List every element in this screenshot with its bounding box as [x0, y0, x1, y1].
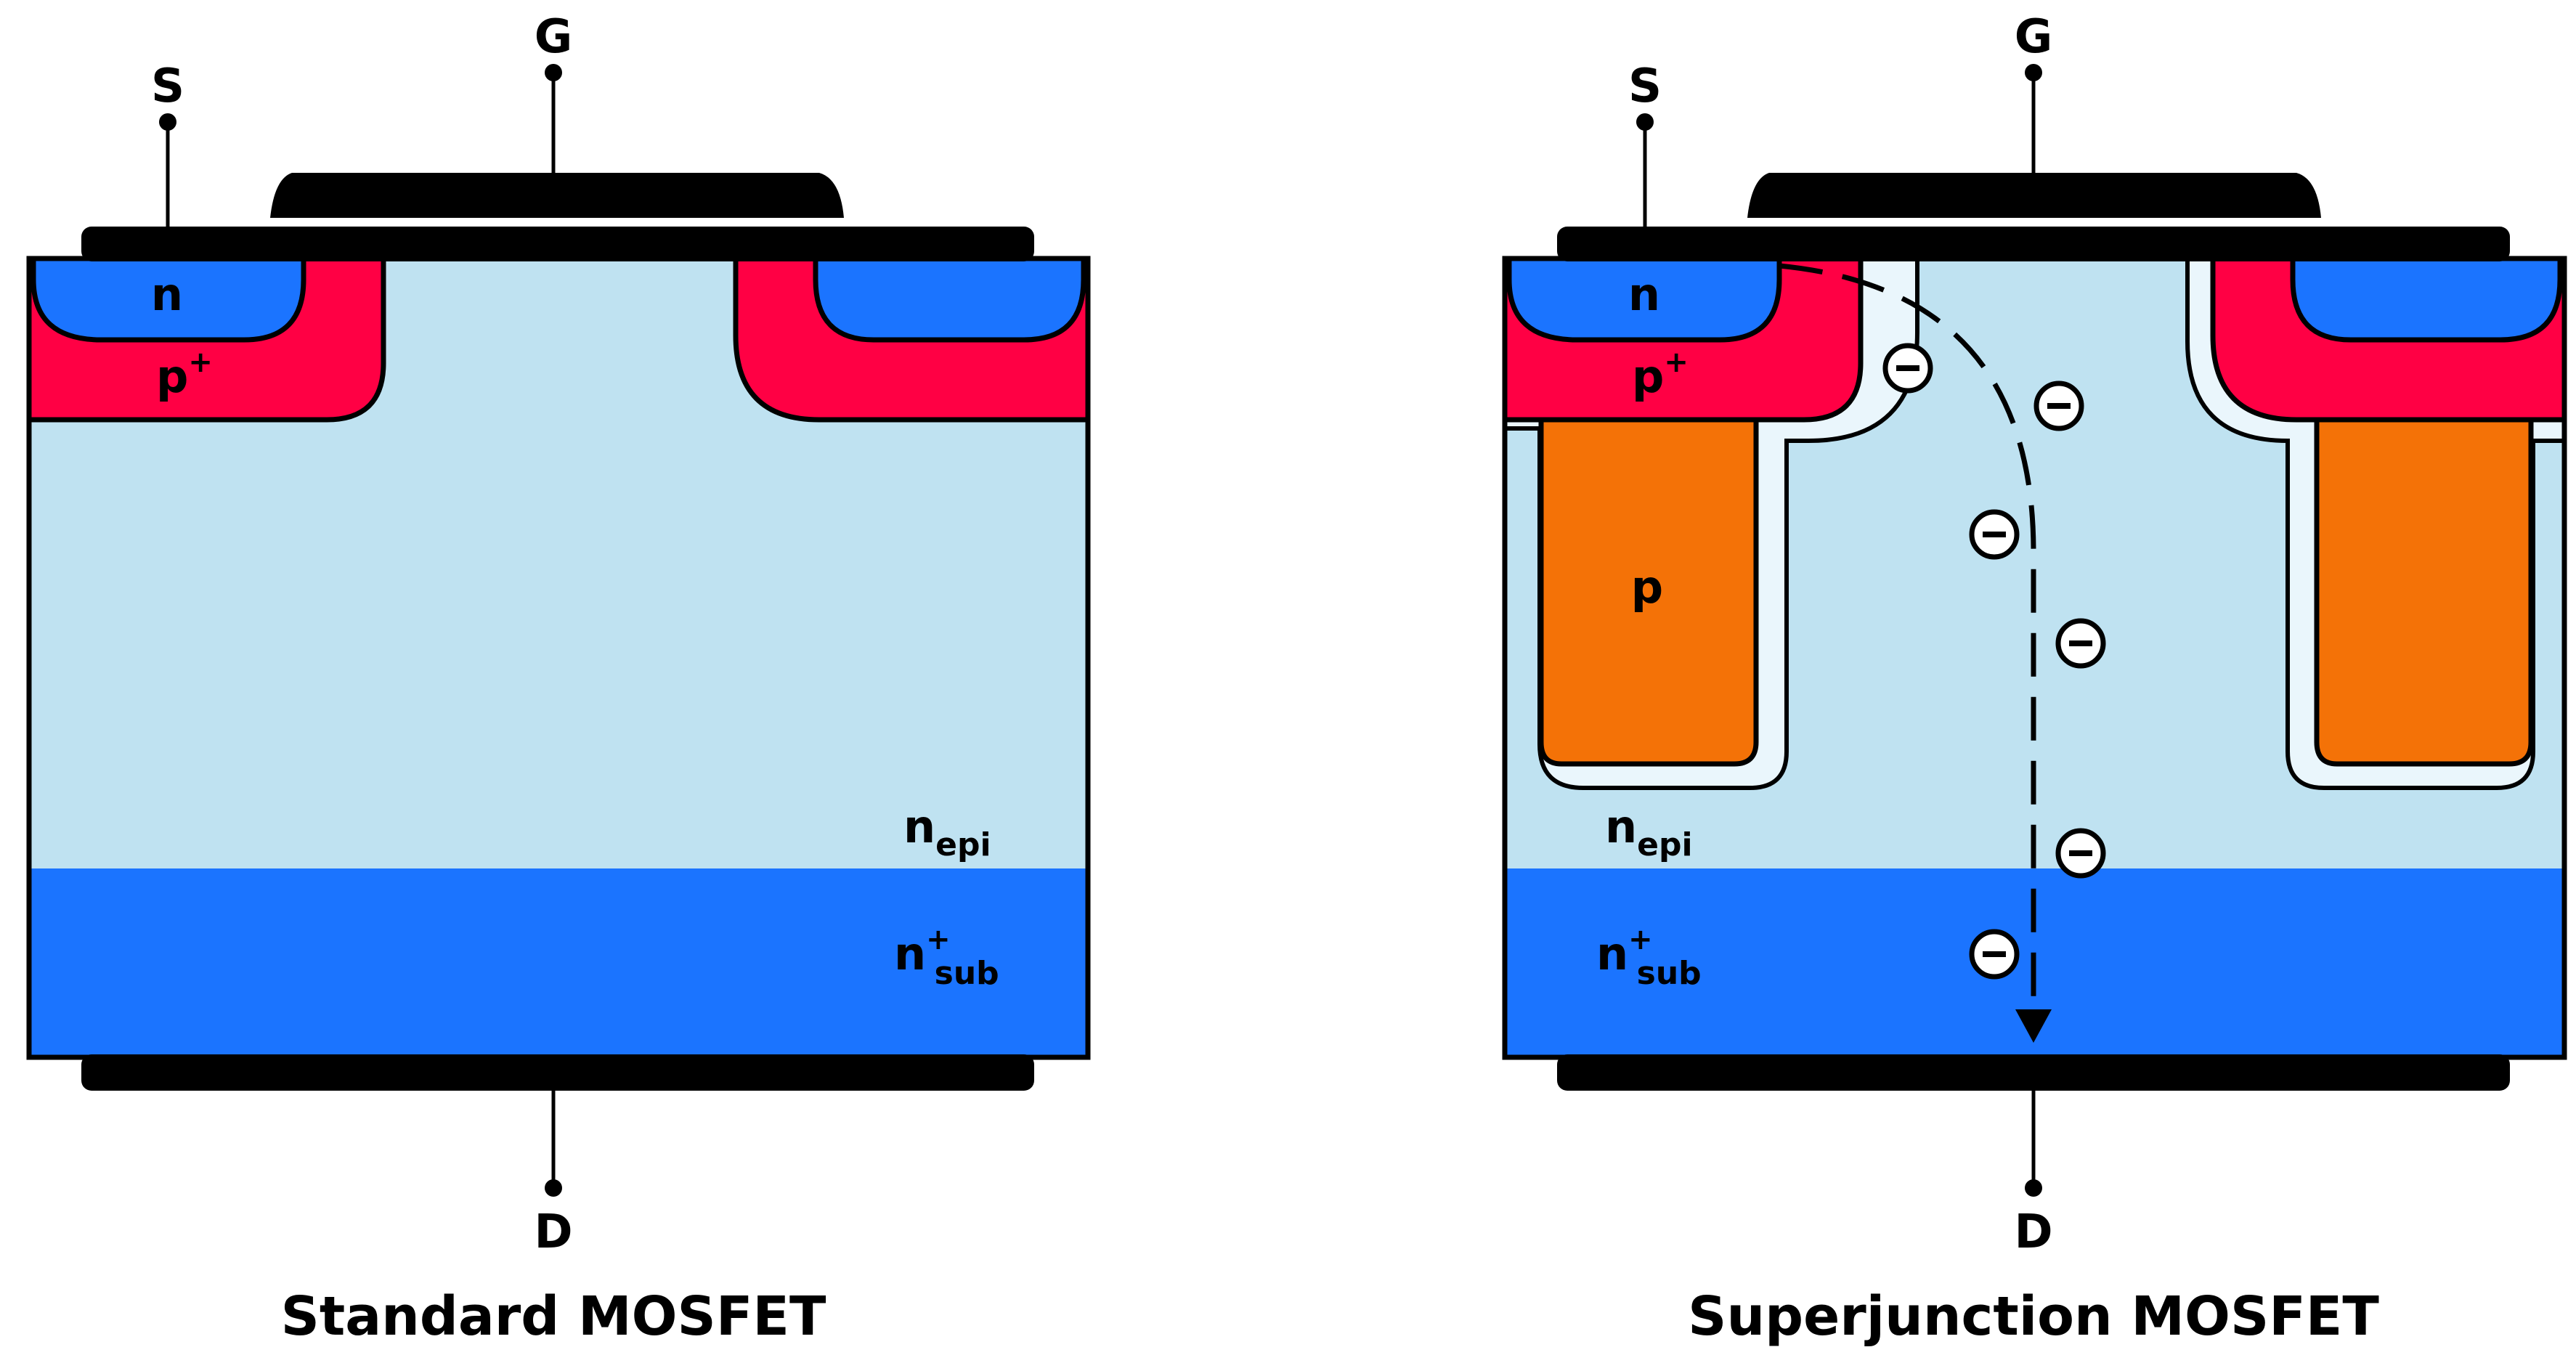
gate-terminal-label: G: [2015, 10, 2053, 64]
n-source-label: n: [151, 268, 183, 321]
electron-1-icon: [1882, 343, 1933, 394]
n-epi-letter: n: [903, 800, 935, 853]
n-epi-label: nepi: [1605, 800, 1693, 863]
n-plus-source-right: [813, 256, 1086, 343]
n-sub-subscript: sub: [1637, 955, 1702, 992]
drain-terminal-dot: [2025, 1179, 2042, 1197]
n-epi-letter: n: [1605, 800, 1637, 853]
gate-electrode: [1747, 173, 2321, 218]
p-column-right: [2314, 417, 2534, 767]
n-sub-label: n+sub: [1596, 923, 1702, 992]
n-source-label: n: [1628, 268, 1660, 321]
electron-4-icon: [2055, 618, 2106, 669]
n-sub-subscript: sub: [935, 955, 999, 992]
p-body-letter: p: [1632, 350, 1664, 403]
current-arrow-head-icon: [2015, 1009, 2052, 1043]
n-plus-source-left: [31, 256, 306, 343]
drain-terminal-label: D: [2014, 1205, 2052, 1259]
electron-5-icon: [2055, 828, 2106, 879]
electron-current-path: [1779, 263, 2036, 1024]
n-sub-letter: n: [894, 927, 926, 980]
n-sub-superscript: +: [926, 923, 951, 956]
electron-3-icon: [1969, 509, 2020, 560]
source-terminal-dot: [159, 113, 176, 131]
p-body-letter: p: [156, 350, 188, 403]
n-plus-source-right: [2290, 256, 2563, 343]
n-epi-subscript: epi: [1637, 826, 1692, 863]
source-terminal-dot: [1636, 113, 1654, 131]
p-body-label: p+: [156, 346, 213, 403]
n-plus-source-left: [1506, 256, 1782, 343]
p-body-superscript: +: [188, 346, 213, 379]
source-metal-contact: [81, 227, 1034, 261]
electron-2-icon: [2033, 381, 2084, 431]
n-sub-superscript: +: [1628, 923, 1653, 956]
gate-terminal-label: G: [535, 10, 573, 64]
n-epi-subscript: epi: [935, 826, 991, 863]
source-terminal-label: S: [1628, 60, 1662, 113]
drain-metal-contact: [81, 1054, 1034, 1091]
electron-6-icon: [1969, 929, 2020, 980]
superjunction-mosfet: S G D n p+ p nepi n+sub Superjunction MO…: [1502, 10, 2567, 1348]
p-column-label: p: [1631, 561, 1663, 614]
standard-mosfet: S G D n p+ nepi n+sub Standard MOSFET: [26, 10, 1091, 1348]
standard-mosfet-caption: Standard MOSFET: [281, 1285, 826, 1348]
gate-terminal-dot: [2025, 64, 2042, 81]
superjunction-mosfet-caption: Superjunction MOSFET: [1688, 1285, 2379, 1348]
drain-terminal-label: D: [534, 1205, 572, 1259]
p-body-label: p+: [1632, 346, 1689, 403]
n-sub-letter: n: [1596, 927, 1628, 980]
source-metal-contact: [1557, 227, 2510, 261]
p-column-left: [1538, 417, 1759, 767]
drain-terminal-dot: [545, 1179, 562, 1197]
gate-terminal-dot: [545, 64, 562, 81]
source-terminal-label: S: [151, 60, 184, 113]
n-epi-label: nepi: [903, 800, 991, 863]
p-body-superscript: +: [1664, 346, 1689, 379]
n-sub-label: n+sub: [894, 923, 999, 992]
n-substrate-region: [29, 868, 1088, 1057]
gate-electrode: [270, 173, 844, 218]
drain-metal-contact: [1557, 1054, 2510, 1091]
